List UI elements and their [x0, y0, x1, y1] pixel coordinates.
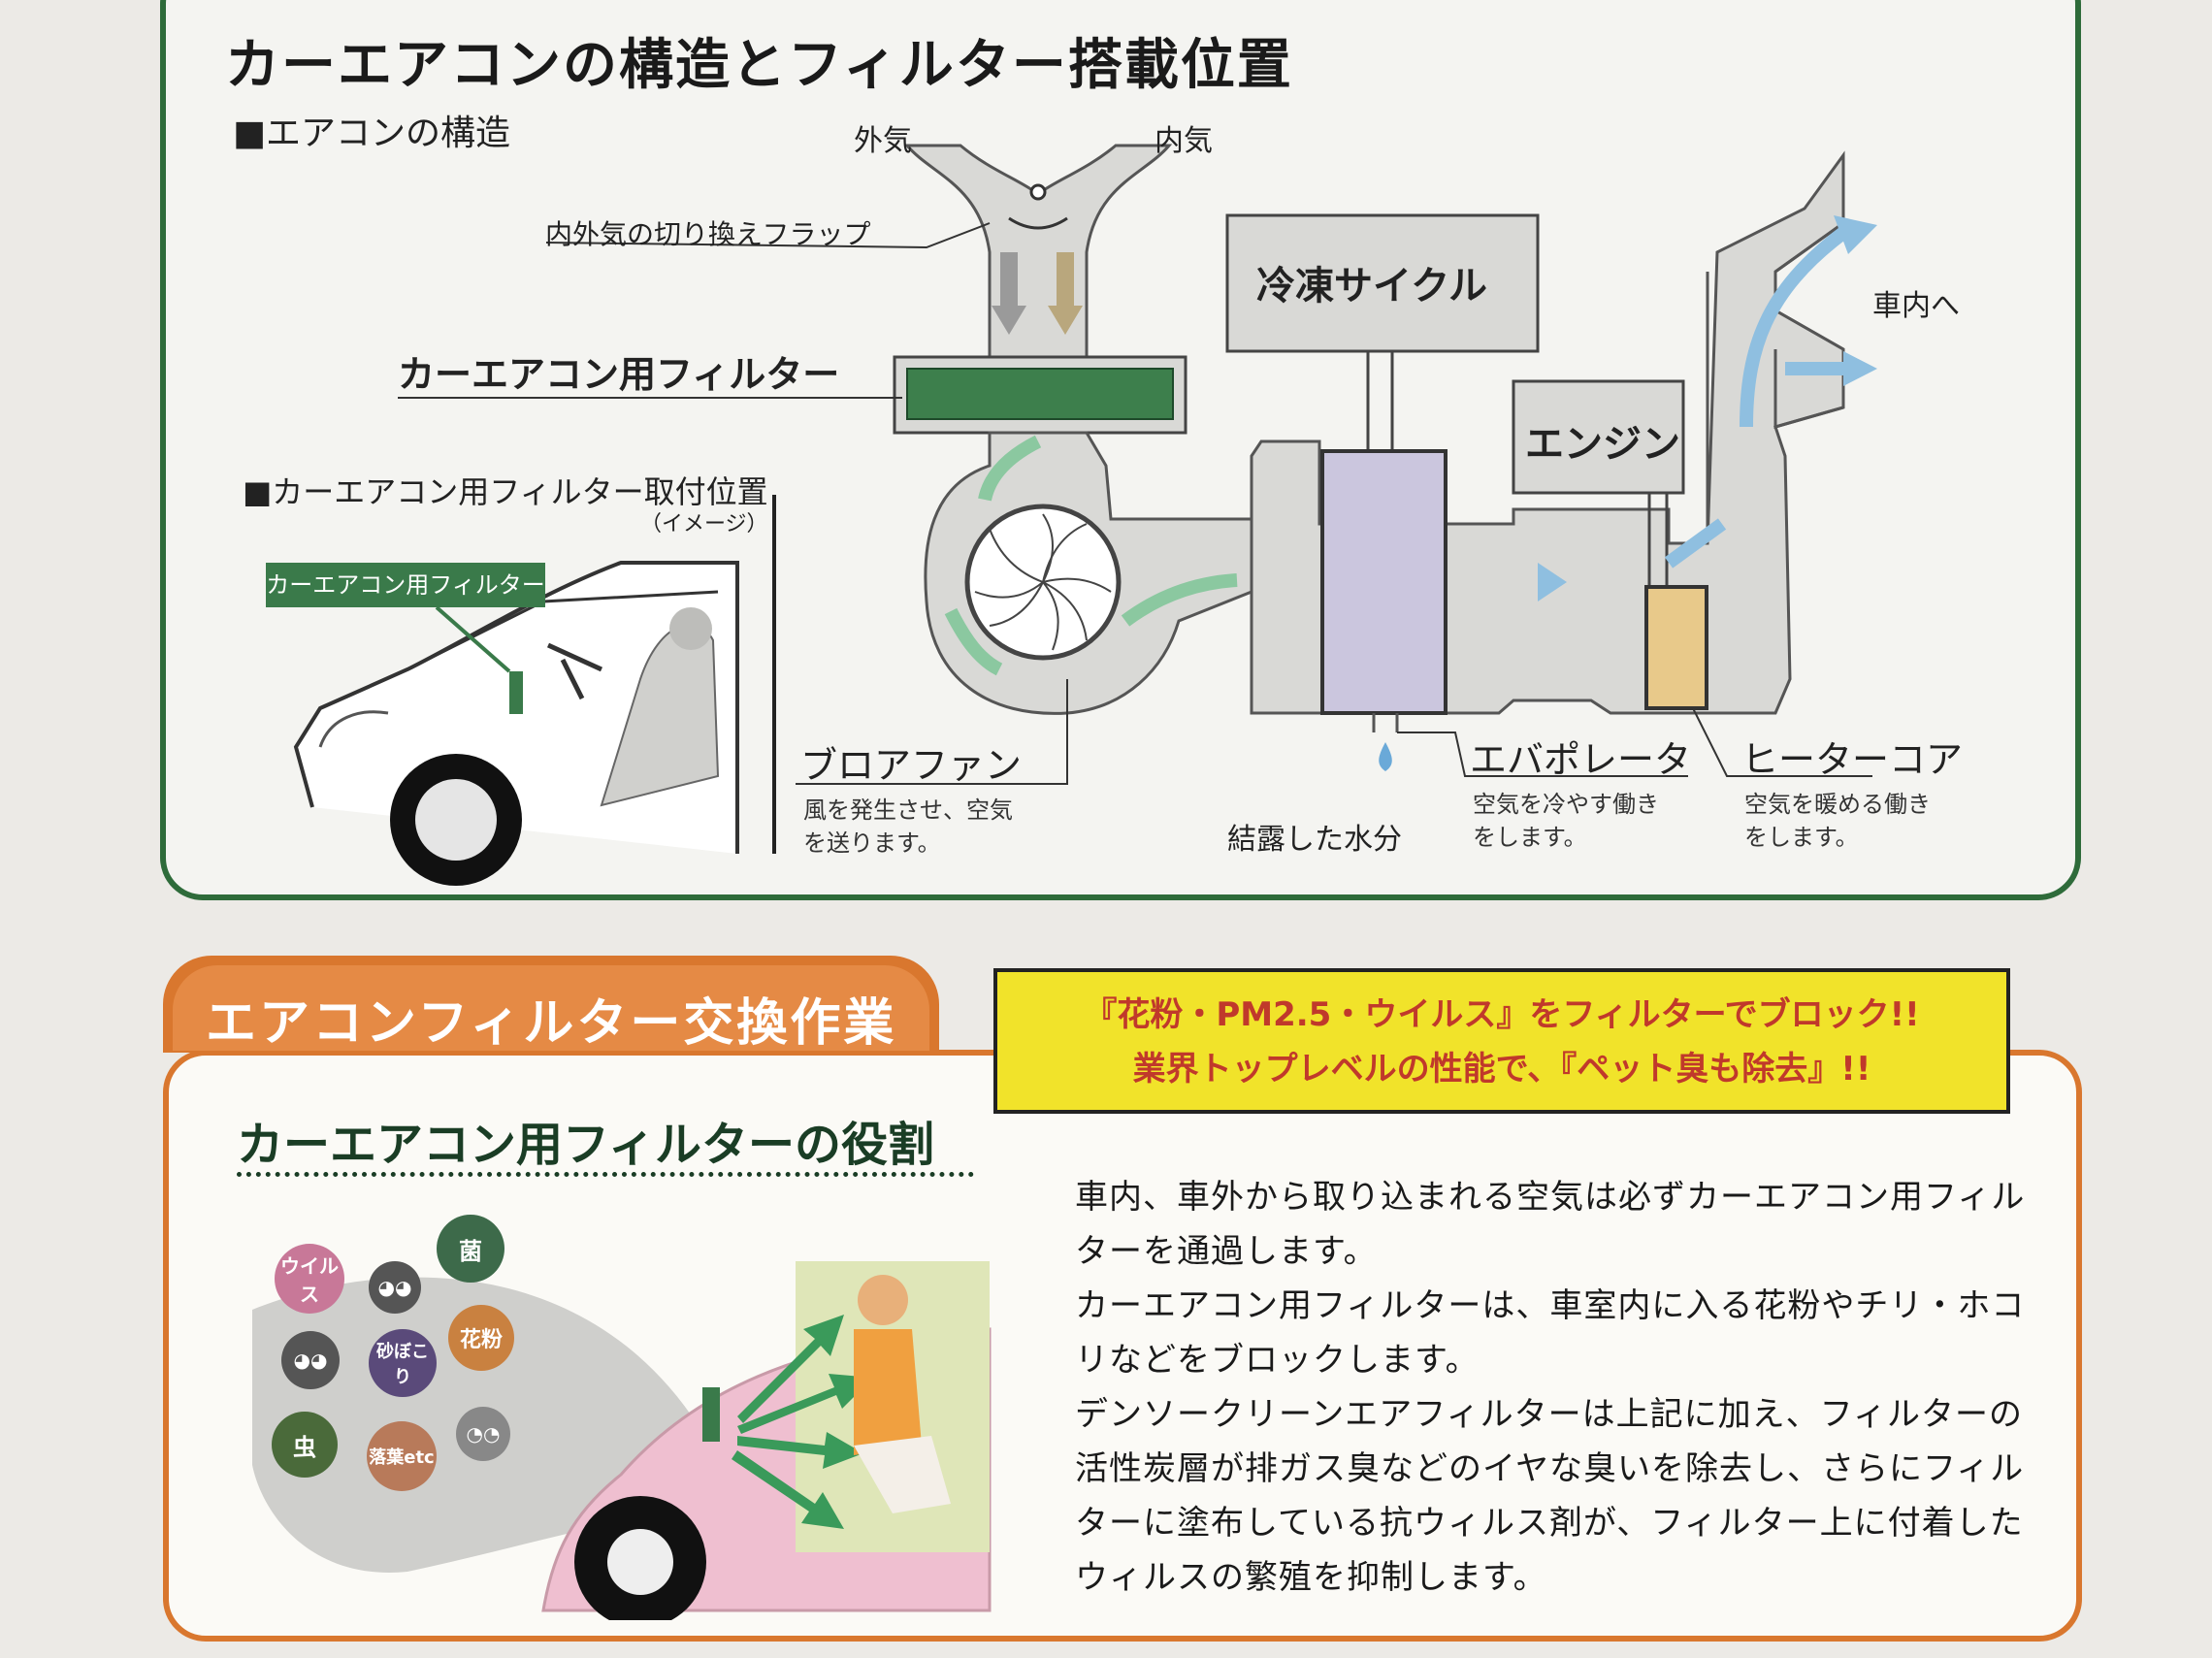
evaporator-label: エバポレータ: [1470, 738, 1692, 781]
mount-filter-tag: カーエアコン用フィルター: [266, 563, 545, 607]
virus-bubble: ウイルス: [275, 1244, 344, 1314]
filter-element: [906, 368, 1174, 420]
mount-note: （イメージ）: [640, 512, 768, 536]
role-title: カーエアコン用フィルターの役割: [237, 1118, 935, 1172]
heater-core-box: [1644, 585, 1708, 710]
blower-fan-desc: 風を発生させ、空気を送ります。: [803, 796, 1013, 857]
flap-label: 内外気の切り換えフラップ: [545, 218, 871, 250]
role-description: 車内、車外から取り込まれる空気は必ずカーエアコン用フィルターを通過します。 カー…: [1075, 1170, 2045, 1605]
inside-air-label: 内気: [1155, 124, 1213, 158]
condensation-label: 結露した水分: [1227, 823, 1402, 857]
evaporator-desc: 空気を冷やす働きをします。: [1473, 791, 1659, 851]
filter-label: カーエアコン用フィルター: [398, 353, 840, 396]
refrigeration-cycle-box: [1225, 213, 1540, 353]
callout-line-1: 『花粉・PM2.5・ウイルス』をフィルターでブロック!!: [1084, 995, 1920, 1034]
page-title: カーエアコンの構造とフィルター搭載位置: [225, 34, 1293, 97]
filter-role-illustration: [252, 1261, 992, 1620]
car-filter-mark: [509, 671, 523, 714]
role-title-underline: [237, 1172, 974, 1177]
outside-air-duct: [903, 144, 1173, 361]
smoke-face-icon: ◔◔: [456, 1407, 510, 1461]
section-title: エアコンフィルター交換作業: [206, 994, 897, 1053]
role-paragraph-3: デンソークリーンエアフィルターは上記に加え、フィルターの活性炭層が排ガス臭などの…: [1075, 1395, 2025, 1597]
dust-bubble: 砂ぼこり: [369, 1329, 437, 1397]
pollen-bubble: 花粉: [448, 1305, 514, 1371]
germ-bubble: 菌: [437, 1215, 504, 1283]
aircon-structure-diagram: [293, 144, 1877, 886]
heater-core-label: ヒーターコア: [1741, 738, 1964, 781]
dirt-face-icon: ◕◕: [369, 1261, 421, 1314]
refrigeration-cycle-label: 冷凍サイクル: [1256, 264, 1487, 309]
to-cabin-label: 車内へ: [1872, 289, 1960, 323]
role-paragraph-2: カーエアコン用フィルターは、車室内に入る花粉やチリ・ホコリなどをブロックします。: [1075, 1286, 2026, 1380]
promo-callout: 『花粉・PM2.5・ウイルス』をフィルターでブロック!! 業界トップレベルの性能…: [993, 968, 2010, 1114]
outlet-vents: [1706, 221, 1844, 543]
leaves-bubble: 落葉etc: [367, 1421, 437, 1491]
blower-fan-label: ブロアファン: [800, 744, 1023, 787]
mount-heading: ■カーエアコン用フィルター取付位置: [243, 473, 768, 510]
role-paragraph-1: 車内、車外から取り込まれる空気は必ずカーエアコン用フィルターを通過します。: [1075, 1178, 2026, 1271]
callout-line-2: 業界トップレベルの性能で、『ペット臭も除去』!!: [1132, 1050, 1871, 1089]
bug-bubble: 虫: [272, 1412, 338, 1478]
car-mount-illustration: [293, 495, 776, 886]
flap: [1008, 216, 1068, 230]
dirt-face-icon: ◕◕: [281, 1331, 340, 1389]
heater-core-desc: 空気を暖める働きをします。: [1744, 791, 1931, 851]
outside-air-label: 外気: [854, 124, 912, 158]
engine-box: [1512, 379, 1685, 495]
water-drop: [1379, 742, 1392, 771]
structure-heading: ■エアコンの構造: [233, 114, 511, 153]
engine-label: エンジン: [1525, 422, 1680, 467]
role-filter-mark: [702, 1387, 720, 1442]
flap-pivot: [1029, 183, 1047, 201]
